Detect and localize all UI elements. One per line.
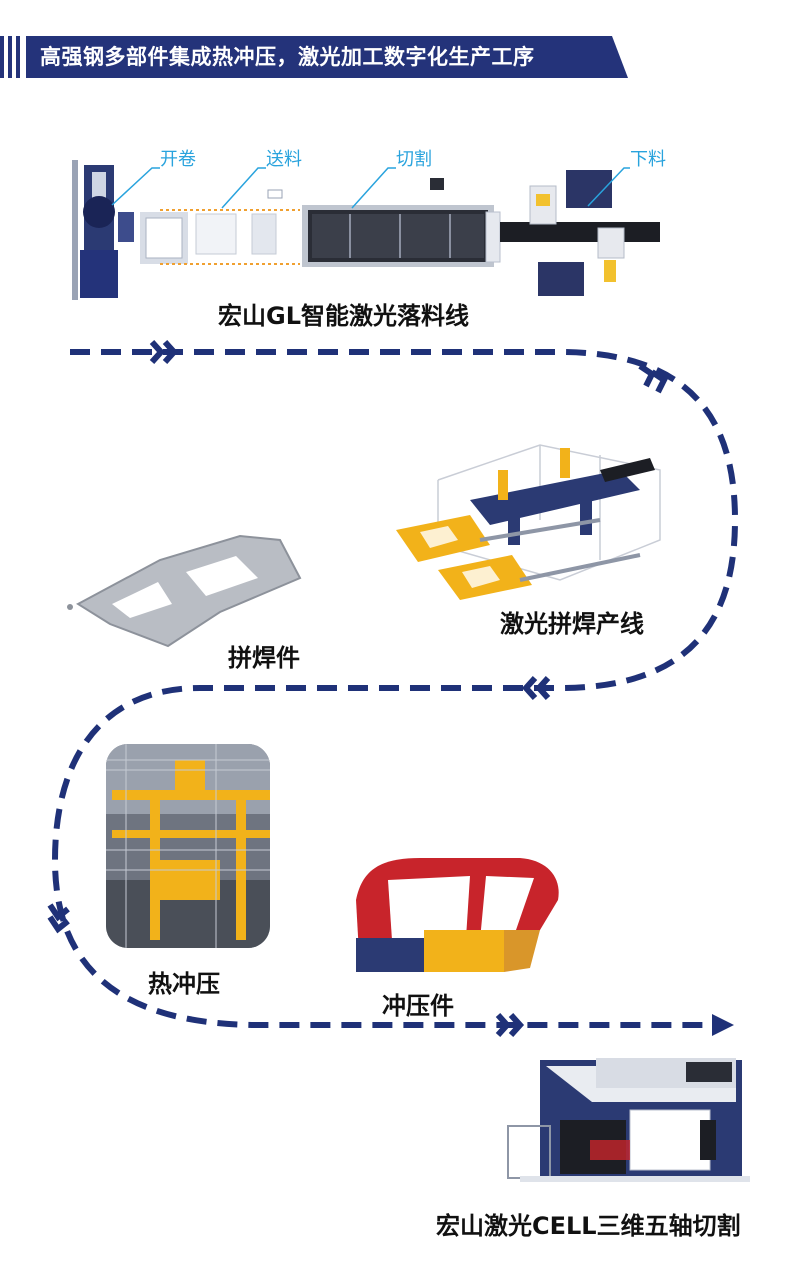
callout-unloading: 下料 [630, 149, 666, 170]
page-title: 高强钢多部件集成热冲压，激光加工数字化生产工序 [40, 45, 535, 69]
title-banner: 高强钢多部件集成热冲压，激光加工数字化生产工序 [0, 36, 628, 78]
callout-uncoiling: 开卷 [160, 149, 196, 170]
welding-line-label: 激光拼焊产线 [500, 610, 644, 638]
callout-cutting: 切割 [396, 149, 432, 170]
callout-feeding: 送料 [266, 149, 302, 170]
blanking-line-label: 宏山GL智能激光落料线 [218, 302, 469, 330]
stamped-part-label: 冲压件 [382, 992, 454, 1020]
hot-stamping-label: 热冲压 [148, 970, 220, 998]
arrow-head-icon [712, 1014, 734, 1036]
welded-part-label: 拼焊件 [228, 644, 300, 672]
banner-background [0, 36, 628, 78]
cutting-cell-label: 宏山激光CELL三维五轴切割 [436, 1212, 741, 1240]
